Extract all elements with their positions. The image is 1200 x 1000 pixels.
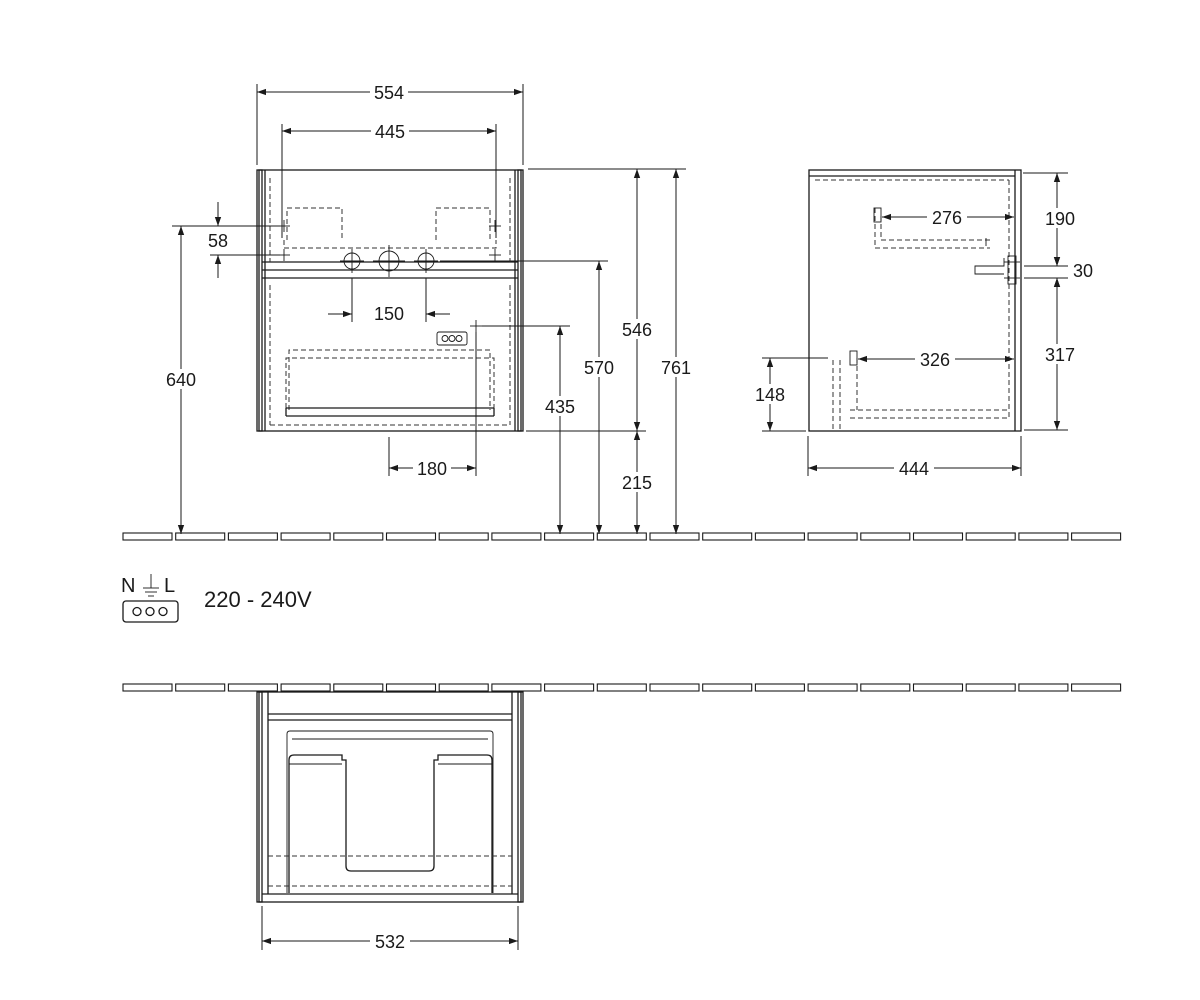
- dim-58: 58: [208, 231, 228, 251]
- voltage-label: 220 - 240V: [204, 587, 312, 612]
- electrical-connection: N L 220 - 240V: [121, 574, 312, 623]
- strip-segment: [438, 683, 489, 692]
- strip-segment: [596, 532, 647, 541]
- strip-segment: [438, 532, 489, 541]
- top-view: [256, 691, 524, 903]
- strip-segment: [175, 532, 226, 541]
- dim-148: 148: [755, 385, 785, 405]
- siphon-connector-icon: [340, 245, 438, 277]
- strip-segment: [702, 532, 753, 541]
- dim-640: 640: [166, 370, 196, 390]
- dim-435: 435: [545, 397, 575, 417]
- strip-segment: [280, 532, 331, 541]
- strip-segment: [965, 683, 1016, 692]
- front-dimension-labels: 554 445 58 640 150 180 435 570 546 761 2…: [162, 82, 695, 493]
- strip-segment: [333, 532, 384, 541]
- strip-segment: [807, 683, 858, 692]
- front-view: [256, 169, 524, 432]
- side-view: [808, 169, 1022, 432]
- strip-segment: [596, 683, 647, 692]
- dim-532: 532: [375, 932, 405, 952]
- strip-segment: [544, 683, 595, 692]
- dim-276: 276: [932, 208, 962, 228]
- top-cabinet-outline: [258, 691, 522, 903]
- strip-segment: [491, 683, 542, 692]
- dim-215: 215: [622, 473, 652, 493]
- power-socket-icon: [436, 331, 468, 346]
- strip-segment: [280, 683, 331, 692]
- strip-segment: [227, 532, 278, 541]
- strip-segment: [175, 683, 226, 692]
- dim-180: 180: [417, 459, 447, 479]
- neutral-label: N: [121, 575, 135, 597]
- side-cabinet-outline: [808, 169, 1022, 432]
- floor-line: [122, 532, 1122, 541]
- side-dimension-labels: 276 190 30 317 326 148 444: [751, 207, 1093, 479]
- strip-segment: [333, 683, 384, 692]
- strip-segment: [807, 532, 858, 541]
- strip-segment: [122, 683, 173, 692]
- strip-segment: [385, 683, 437, 692]
- dim-761: 761: [661, 358, 691, 378]
- ground-icon: [143, 574, 159, 597]
- top-dimension-lines: 532: [261, 906, 519, 952]
- front-cabinet-outline: [258, 169, 522, 432]
- strip-segment: [227, 683, 278, 692]
- strip-segment: [385, 532, 437, 541]
- strip-segment: [965, 532, 1016, 541]
- strip-segment: [1018, 532, 1069, 541]
- dim-570: 570: [584, 358, 614, 378]
- strip-segment: [860, 532, 911, 541]
- dim-190: 190: [1045, 209, 1075, 229]
- dim-444: 444: [899, 459, 929, 479]
- socket-outlet-icon: [122, 600, 179, 623]
- strip-segment: [544, 532, 595, 541]
- strip-segment: [860, 683, 911, 692]
- strip-segment: [754, 532, 805, 541]
- strip-segment: [491, 532, 542, 541]
- strip-segment: [912, 532, 964, 541]
- strip-segment: [1018, 683, 1069, 692]
- strip-segment: [649, 683, 700, 692]
- strip-segment: [1071, 532, 1122, 541]
- dim-317: 317: [1045, 345, 1075, 365]
- dim-326: 326: [920, 350, 950, 370]
- strip-segment: [912, 683, 964, 692]
- live-label: L: [164, 575, 175, 597]
- dim-546: 546: [622, 320, 652, 340]
- dim-554: 554: [374, 83, 404, 103]
- wall-line-top-view: [122, 683, 1122, 692]
- strip-segment: [649, 532, 700, 541]
- dim-445: 445: [375, 122, 405, 142]
- strip-segment: [1071, 683, 1122, 692]
- strip-segment: [754, 683, 805, 692]
- dim-30: 30: [1073, 261, 1093, 281]
- strip-segment: [702, 683, 753, 692]
- strip-segment: [122, 532, 173, 541]
- dim-150: 150: [374, 304, 404, 324]
